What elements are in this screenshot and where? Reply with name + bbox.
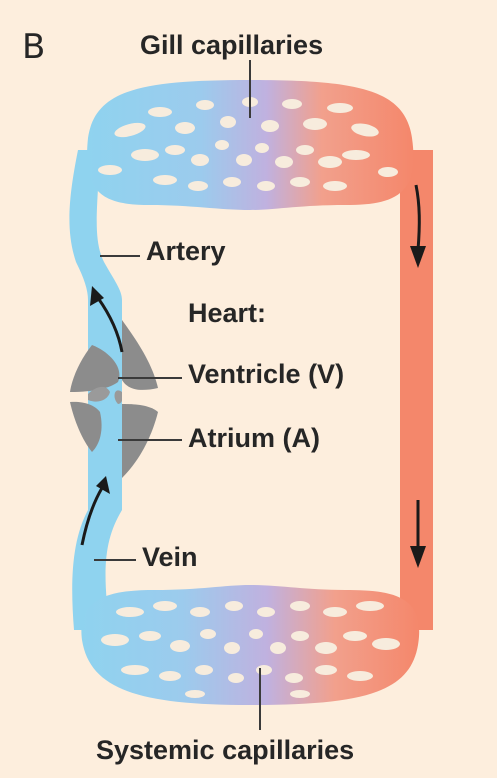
vein-label: Vein [142,544,198,571]
atrium-label: Atrium (A) [188,425,320,452]
panel-label: B [22,30,45,64]
ventricle-label: Ventricle (V) [188,361,344,388]
artery-label: Artery [146,238,226,265]
heart-label: Heart: [188,300,266,327]
systemic-capillaries-label: Systemic capillaries [96,737,354,764]
heart-ventricle-tissue-right [122,320,158,390]
heart-atrium-tissue [70,402,102,452]
gill-capillaries-label: Gill capillaries [140,32,323,59]
